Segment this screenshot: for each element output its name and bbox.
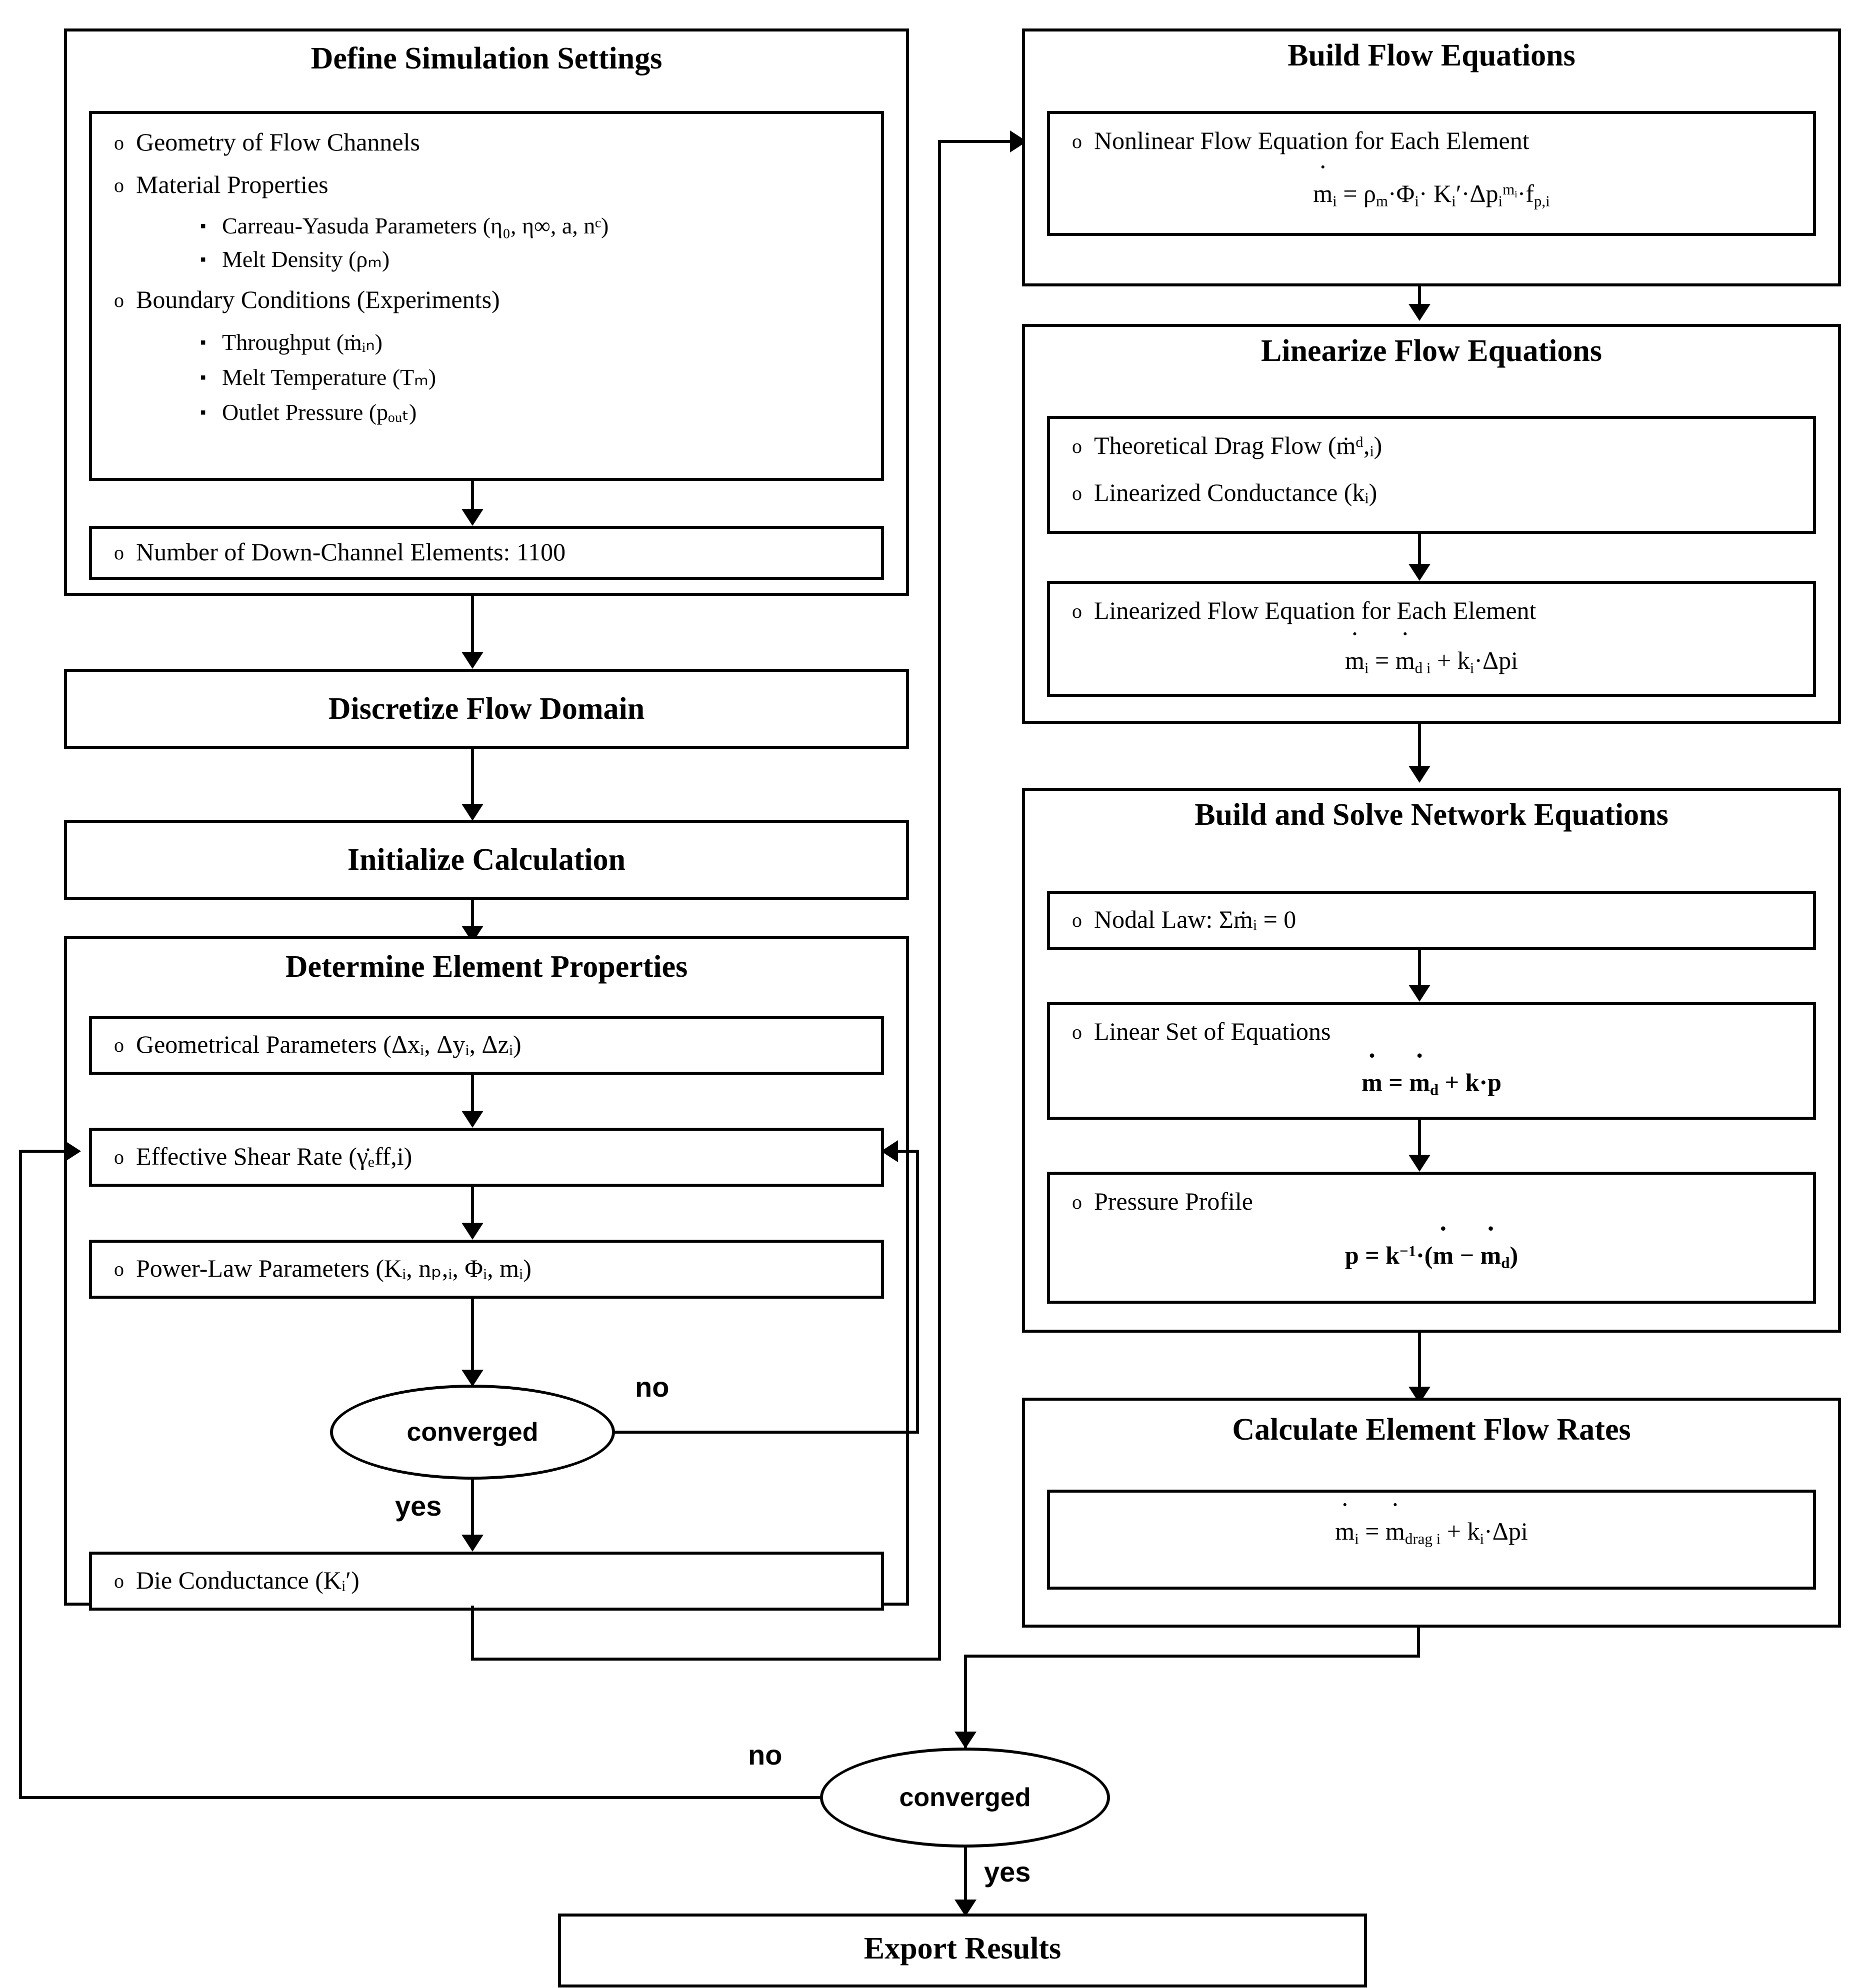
discretize-flow-domain-box: Discretize Flow Domain [64, 669, 909, 749]
arrow-build-to-linearize [1408, 304, 1430, 321]
discretize-flow-domain-header: Discretize Flow Domain [328, 692, 645, 726]
equation-element-flow-rate: mi = mdrag i + ki·Δpi [1047, 1517, 1816, 1548]
calculate-element-flow-rates-header: Calculate Element Flow Rates [1232, 1413, 1631, 1447]
export-results-header: Export Results [864, 1932, 1062, 1966]
connector-calculate-exit-horizontal [964, 1655, 1420, 1658]
connector-settings-to-count [471, 481, 474, 512]
list-item-effective-shear-rate: Effective Shear Rate (γ̇ₑff,i) [114, 1142, 412, 1171]
list-item-linear-set-of-equations: Linear Set of Equations [1072, 1017, 1331, 1046]
initialize-calculation-box: Initialize Calculation [64, 820, 909, 900]
inner-converged-decision: converged [330, 1385, 615, 1480]
define-simulation-settings-header: Define Simulation Settings [310, 41, 662, 75]
bottom-branch-no-label: no [748, 1739, 782, 1771]
arrow-bottom-no-to-shear [64, 1140, 81, 1162]
list-item-power-law-parameters: Power-Law Parameters (Kᵢ, nₚ,ᵢ, Φᵢ, mᵢ) [114, 1254, 532, 1283]
calculate-flow-rate-equation-box [1047, 1490, 1816, 1590]
list-item-element-count: Number of Down-Channel Elements: 1100 [114, 537, 566, 567]
list-item-theoretical-drag-flow: Theoretical Drag Flow (ṁᵈ,ᵢ) [1072, 431, 1382, 460]
connector-discretize-to-initialize [471, 749, 474, 808]
linearize-flow-equations-header: Linearize Flow Equations [1260, 334, 1602, 368]
list-item-throughput: Throughput (ṁᵢₙ) [200, 329, 382, 356]
list-item-linearized-conductance: Linearized Conductance (kᵢ) [1072, 478, 1377, 507]
list-item-geometrical-parameters: Geometrical Parameters (Δxᵢ, Δyᵢ, Δzᵢ) [114, 1030, 522, 1059]
connector-bottom-converged-to-export [964, 1848, 967, 1907]
connector-geom-to-shear [471, 1075, 474, 1115]
initialize-calculation-header: Initialize Calculation [347, 843, 626, 877]
inner-no-return-horizontal [895, 1150, 919, 1153]
list-item-outlet-pressure: Outlet Pressure (pₒᵤₜ) [200, 399, 416, 426]
inner-branch-no-label: no [635, 1371, 670, 1403]
arrow-linearize-items-to-eq [1408, 564, 1430, 581]
determine-element-properties-header: Determine Element Properties [285, 950, 688, 984]
determine-exit-to-build-horizontal [938, 140, 1013, 143]
build-solve-network-header: Build and Solve Network Equations [1194, 798, 1668, 832]
arrow-shear-to-power [462, 1223, 484, 1240]
bottom-no-horizontal [19, 1796, 822, 1799]
list-item-die-conductance: Die Conductance (Kᵢ′) [114, 1566, 360, 1595]
arrow-linearset-to-pressure [1408, 1155, 1430, 1172]
arrow-to-bottom-converged [954, 1732, 976, 1749]
determine-exit-up-vertical [938, 140, 941, 1661]
arrow-power-to-converged [462, 1370, 484, 1387]
connector-linearset-to-pressure [1418, 1120, 1421, 1159]
equation-nonlinear-flow: mi = ρm·Φi· Ki′·Δpimi·fp,i [1047, 179, 1816, 210]
inner-branch-yes-label: yes [395, 1490, 442, 1522]
connector-calculate-to-bottom-converged [964, 1655, 967, 1760]
connector-converged-to-die [471, 1480, 474, 1540]
list-item-boundary-conditions: Boundary Conditions (Experiments) [114, 285, 500, 314]
list-item-carreau-yasuda: Carreau-Yasuda Parameters (η₀, η∞, a, nᶜ… [200, 212, 608, 239]
list-item-nodal-law: Nodal Law: Σṁᵢ = 0 [1072, 905, 1296, 934]
arrow-nodal-to-linearset [1408, 985, 1430, 1002]
arrow-discretize-to-initialize [462, 804, 484, 821]
connector-build-to-linearize [1418, 286, 1421, 307]
list-item-nonlinear-flow-equation: Nonlinear Flow Equation for Each Element [1072, 126, 1530, 155]
connector-network-to-calculate [1418, 1333, 1421, 1391]
equation-pressure-profile: p = k−1·(m − md) [1047, 1241, 1816, 1272]
connector-calculate-exit-vertical [1417, 1628, 1420, 1657]
connector-nodal-to-linearset [1418, 950, 1421, 989]
connector-settings-to-discretize [471, 596, 474, 656]
connector-linearize-items-to-eq [1418, 534, 1421, 568]
connector-linearize-to-network [1418, 724, 1421, 770]
determine-exit-vertical [471, 1606, 474, 1661]
list-item-geometry: Geometry of Flow Channels [114, 127, 420, 157]
list-item-linearized-flow-equation: Linearized Flow Equation for Each Elemen… [1072, 596, 1536, 625]
equation-linearized-flow: mi = md i + ki·Δpi [1047, 646, 1816, 677]
export-results-box: Export Results [558, 1914, 1367, 1988]
list-item-melt-density: Melt Density (ρₘ) [200, 246, 390, 273]
inner-no-vertical [916, 1150, 919, 1434]
arrow-linearize-to-network [1408, 766, 1430, 783]
bottom-no-vertical [19, 1150, 22, 1799]
bottom-converged-decision: converged [820, 1748, 1110, 1848]
bottom-branch-yes-label: yes [984, 1856, 1031, 1888]
arrow-converged-to-die [462, 1535, 484, 1552]
connector-power-to-converged [471, 1299, 474, 1374]
equation-linear-set: m = md + k·p [1047, 1068, 1816, 1099]
list-item-melt-temperature: Melt Temperature (Tₘ) [200, 364, 436, 391]
build-flow-equations-header: Build Flow Equations [1288, 38, 1576, 72]
arrow-geom-to-shear [462, 1111, 484, 1128]
arrow-inner-no-to-shear [881, 1140, 898, 1162]
list-item-material-properties: Material Properties [114, 170, 328, 199]
list-item-pressure-profile: Pressure Profile [1072, 1187, 1253, 1216]
connector-initialize-to-determine [471, 900, 474, 942]
arrow-settings-to-count [462, 509, 484, 526]
connector-shear-to-power [471, 1187, 474, 1227]
determine-exit-horizontal [471, 1658, 941, 1661]
bottom-no-return-horizontal [19, 1150, 68, 1153]
arrow-settings-to-discretize [462, 652, 484, 669]
inner-no-horizontal [614, 1431, 919, 1434]
